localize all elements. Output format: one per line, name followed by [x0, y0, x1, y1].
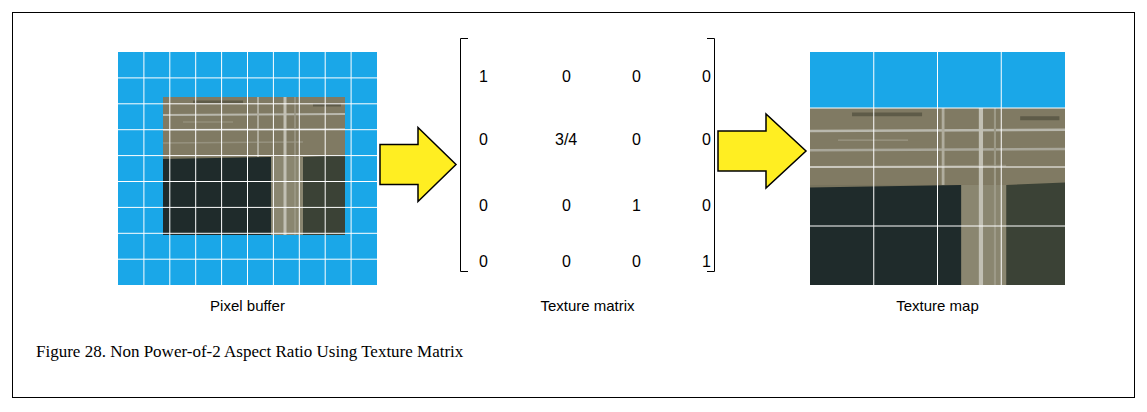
pixel-buffer: Pixel buffer [118, 52, 377, 285]
figure-label: Texture map [790, 297, 1085, 314]
figure-frame [13, 13, 1135, 398]
texture-map-ground [810, 52, 1065, 285]
texture-grid [810, 52, 1065, 285]
figure-label: Pixel buffer [98, 297, 397, 314]
matrix-entry: 0 [702, 131, 711, 149]
matrix-entry: 0 [479, 197, 488, 215]
matrix-entry: 0 [479, 253, 488, 271]
pixel-buffer-ground [118, 52, 377, 285]
matrix-entry: 0 [702, 197, 711, 215]
matrix-entry: 0 [479, 131, 488, 149]
matrix-entry: 0 [702, 68, 711, 86]
matrix-entry: 0 [562, 253, 571, 271]
texture-matrix: Texture matrix [460, 38, 715, 272]
pixel-grid [118, 52, 377, 285]
block-arrow [380, 128, 456, 202]
matrix-entry: 0 [632, 131, 641, 149]
matrix-entry: 0 [562, 197, 571, 215]
matrix-entry: 1 [632, 197, 641, 215]
matrix-entry: 0 [562, 68, 571, 86]
block-arrow [718, 114, 806, 188]
matrix-entry: 0 [632, 68, 641, 86]
matrix-entry: 1 [479, 68, 488, 86]
matrix-entry: 3/4 [555, 131, 577, 149]
matrix-entry: 1 [702, 253, 711, 271]
texture-map: Texture map [810, 52, 1065, 285]
aerial-image [163, 97, 345, 235]
figure-label: Texture matrix [440, 297, 735, 314]
figure-caption: Figure 28. Non Power-of-2 Aspect Ratio U… [36, 342, 463, 362]
matrix-entry: 0 [632, 253, 641, 271]
matrix-bracket [461, 39, 469, 272]
